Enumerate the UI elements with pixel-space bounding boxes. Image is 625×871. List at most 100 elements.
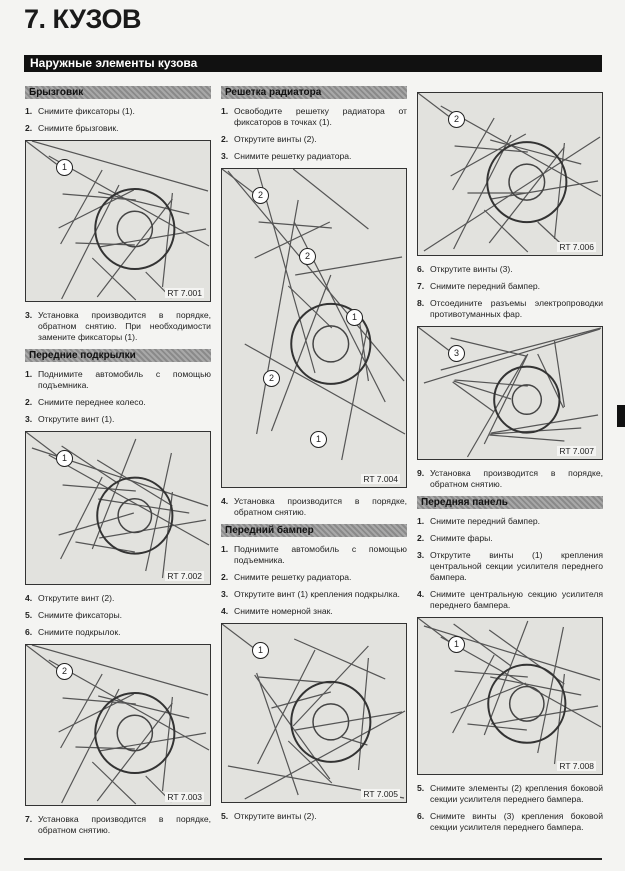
figure-illustration: 1 RT 7.008	[417, 617, 603, 775]
step-text: Установка производится в порядке, обратн…	[38, 310, 211, 342]
figure-caption: RT 7.004	[361, 474, 400, 484]
instruction-step: 6.Снимите подкрылок.	[25, 627, 211, 638]
car-part-drawing	[26, 432, 210, 579]
step-number: 7.	[417, 281, 425, 291]
figure-caption: RT 7.001	[165, 288, 204, 298]
callout-number: 1	[346, 309, 363, 326]
bottom-rule	[24, 858, 602, 860]
figure-caption: RT 7.002	[165, 571, 204, 581]
step-text: Поднимите автомобиль с помощью подъемник…	[38, 369, 211, 390]
step-number: 3.	[25, 414, 33, 424]
instruction-step: 8. Отсоедините разъемы электропроводки пр…	[417, 298, 603, 320]
instruction-step: 3.Открутите винты (1) крепления централь…	[417, 550, 603, 583]
step-text: Снимите центральную секцию усилителя пер…	[430, 589, 603, 610]
callout-number: 2	[252, 187, 269, 204]
step-text: Отсоедините разъемы электропроводки прот…	[430, 298, 603, 319]
instruction-step: 3. Установка производится в порядке, обра…	[25, 310, 211, 343]
step-number: 9.	[417, 468, 425, 478]
instruction-step: 4. Открутите винт (2).	[25, 593, 211, 604]
figure-caption: RT 7.006	[557, 242, 596, 252]
step-number: 7.	[25, 814, 33, 824]
instruction-step: 3.Снимите решетку радиатора.	[221, 151, 407, 162]
instruction-step: 5.Снимите элементы (2) крепления боковой…	[417, 783, 603, 805]
step-number: 6.	[25, 627, 33, 637]
chapter-tab-marker	[617, 405, 625, 427]
callout-number: 3	[448, 345, 465, 362]
step-text: Открутите винт (2).	[38, 593, 115, 603]
step-number: 2.	[417, 533, 425, 543]
instruction-step: 2.Снимите брызговик.	[25, 123, 211, 134]
step-number: 3.	[25, 310, 33, 320]
car-part-drawing	[418, 618, 602, 765]
step-text: Снимите фары.	[430, 533, 493, 543]
step-text: Снимите фиксаторы (1).	[38, 106, 135, 116]
instruction-step: 1.Освободите решетку радиатора от фиксат…	[221, 106, 407, 128]
step-text: Снимите винты (3) крепления боковой секц…	[430, 811, 603, 832]
step-number: 1.	[25, 106, 33, 116]
step-number: 5.	[25, 610, 33, 620]
step-text: Открутите винты (2).	[234, 134, 317, 144]
subsection-heading: Передний бампер	[221, 524, 407, 537]
instruction-step: 1.Снимите передний бампер.	[417, 516, 603, 527]
callout-number: 1	[252, 642, 269, 659]
instruction-step: 4.Снимите номерной знак.	[221, 606, 407, 617]
step-number: 6.	[417, 811, 425, 821]
step-text: Снимите решетку радиатора.	[234, 151, 352, 161]
instruction-step: 5. Снимите фиксаторы.	[25, 610, 211, 621]
step-number: 4.	[221, 496, 229, 506]
step-number: 4.	[417, 589, 425, 599]
step-number: 5.	[221, 811, 229, 821]
instruction-step: 9. Установка производится в порядке, обра…	[417, 468, 603, 490]
step-number: 1.	[221, 544, 229, 554]
instruction-step: 2.Снимите решетку радиатора.	[221, 572, 407, 583]
callout-number: 1	[448, 636, 465, 653]
step-text: Поднимите автомобиль с помощью подъемник…	[234, 544, 407, 565]
instruction-step: 1. Снимите фиксаторы (1).	[25, 106, 211, 117]
section-title-bar: Наружные элементы кузова	[24, 55, 602, 72]
figure-illustration: 1 RT 7.002	[25, 431, 211, 585]
instruction-step: 1.Поднимите автомобиль с помощью подъемн…	[25, 369, 211, 391]
callout-number: 2	[263, 370, 280, 387]
step-text: Снимите фиксаторы.	[38, 610, 123, 620]
step-number: 8.	[417, 298, 425, 308]
instruction-step: 2.Снимите переднее колесо.	[25, 397, 211, 408]
instruction-step: 3.Открутите винт (1) крепления подкрылка…	[221, 589, 407, 600]
step-number: 6.	[417, 264, 425, 274]
step-text: Снимите передний бампер.	[430, 516, 541, 526]
instruction-step: 5.Открутите винты (2).	[221, 811, 407, 822]
instruction-step: 2. Снимите фары.	[417, 533, 603, 544]
car-part-drawing	[26, 141, 210, 301]
figure-illustration: 1 RT 7.001	[25, 140, 211, 302]
step-text: Снимите номерной знак.	[234, 606, 333, 616]
step-text: Открутите винт (1).	[38, 414, 115, 424]
subsection-heading: Брызговик	[25, 86, 211, 99]
figure-caption: RT 7.008	[557, 761, 596, 771]
step-text: Снимите передний бампер.	[430, 281, 541, 291]
chapter-title: 7. КУЗОВ	[24, 4, 142, 34]
step-number: 2.	[221, 134, 229, 144]
subsection-heading: Передняя панель	[417, 496, 603, 509]
subsection-heading: Передние подкрылки	[25, 349, 211, 362]
figure-illustration: 1 RT 7.005	[221, 623, 407, 803]
instruction-step: 1. Поднимите автомобиль с помощью подъемн…	[221, 544, 407, 566]
step-text: Снимите переднее колесо.	[38, 397, 146, 407]
callout-number: 1	[56, 450, 73, 467]
callout-number: 2	[299, 248, 316, 265]
step-text: Установка производится в порядке, обратн…	[430, 468, 603, 489]
step-text: Освободите решетку радиатора от фиксатор…	[234, 106, 407, 127]
callout-number: 1	[56, 159, 73, 176]
instruction-step: 2. Открутите винты (2).	[221, 134, 407, 145]
step-number: 2.	[25, 123, 33, 133]
instruction-step: 6. Открутите винты (3).	[417, 264, 603, 275]
instruction-step: 3. Открутите винт (1).	[25, 414, 211, 425]
callout-number: 2	[56, 663, 73, 680]
step-text: Установка производится в порядке, обратн…	[38, 814, 211, 835]
step-number: 4.	[25, 593, 33, 603]
figure-caption: RT 7.005	[361, 789, 400, 799]
step-text: Открутите винты (3).	[430, 264, 513, 274]
